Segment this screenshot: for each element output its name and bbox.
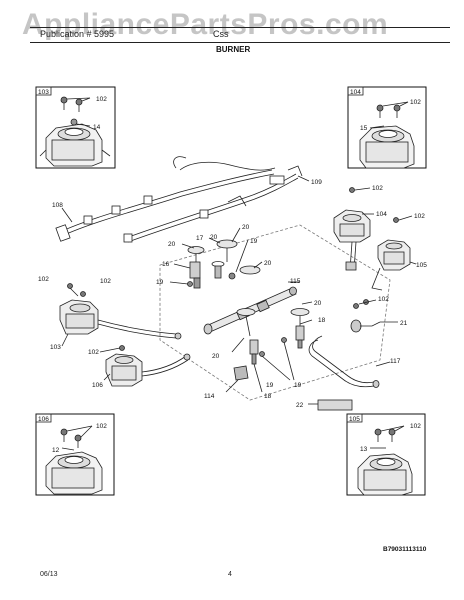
callout-r-104: 104 bbox=[376, 211, 387, 218]
section-title: BURNER bbox=[216, 45, 251, 54]
inset-box-top-right bbox=[347, 86, 427, 169]
burner-base-assembly bbox=[169, 227, 263, 289]
callout-c-20-b: 20 bbox=[210, 234, 218, 241]
wire-harness-assembly bbox=[55, 156, 310, 243]
callout-l-102-a: 102 bbox=[38, 276, 49, 283]
callout-box-br-b: 13 bbox=[360, 446, 368, 453]
right-burner-assembly bbox=[333, 187, 417, 333]
callout-box-tr-a: 102 bbox=[410, 99, 421, 106]
callout-m-114: 114 bbox=[204, 393, 215, 400]
callout-harness-109: 109 bbox=[311, 179, 322, 186]
callout-c-20-c: 20 bbox=[168, 241, 176, 248]
callout-m-18-a: 18 bbox=[318, 317, 326, 324]
callout-r-102-a: 102 bbox=[372, 185, 383, 192]
callout-m-22: 22 bbox=[296, 402, 304, 409]
watermark-text: AppliancePartsPros.com bbox=[22, 8, 389, 41]
header-right-text: Css bbox=[213, 29, 229, 39]
callout-box-tr-b: 15 bbox=[360, 125, 368, 132]
header-left-text: Publication # 5995 bbox=[40, 29, 115, 39]
callout-c-19-b: 19 bbox=[156, 279, 164, 286]
inset-box-top-left bbox=[35, 86, 116, 169]
header-rule-bottom bbox=[30, 42, 450, 43]
callout-l-102-c: 102 bbox=[88, 349, 99, 356]
callout-m-20-f: 20 bbox=[212, 353, 220, 360]
callout-r-102-b: 102 bbox=[414, 213, 425, 220]
callout-box-tr-corner: 104 bbox=[350, 89, 361, 96]
callout-m-21: 21 bbox=[400, 320, 408, 327]
callout-l-103: 103 bbox=[50, 344, 61, 351]
callout-harness-108: 108 bbox=[52, 202, 63, 209]
header-rule-top bbox=[30, 27, 450, 28]
inset-box-bottom-right bbox=[346, 413, 426, 496]
callout-c-19-a: 19 bbox=[250, 238, 258, 245]
callout-c-17: 17 bbox=[196, 235, 204, 242]
callout-l-102-b: 102 bbox=[100, 278, 111, 285]
left-burner-assembly bbox=[59, 283, 191, 387]
footer-page-number: 4 bbox=[228, 571, 232, 578]
callout-box-tl-a: 102 bbox=[96, 96, 107, 103]
callout-box-br-a: 102 bbox=[410, 423, 421, 430]
callout-box-bl-b: 12 bbox=[52, 447, 60, 454]
callout-box-bl-corner: 106 bbox=[38, 416, 49, 423]
callout-m-102: 102 bbox=[378, 296, 389, 303]
callout-c-16: 16 bbox=[162, 261, 170, 268]
callout-l-106: 106 bbox=[92, 382, 103, 389]
gas-supply-tube bbox=[308, 335, 391, 411]
callout-box-br-corner: 105 bbox=[349, 416, 360, 423]
callout-c-20-d: 20 bbox=[264, 260, 272, 267]
callout-box-tl-corner: 103 bbox=[38, 89, 49, 96]
callout-m-117: 117 bbox=[390, 358, 401, 365]
callout-box-bl-a: 102 bbox=[96, 423, 107, 430]
gas-manifold bbox=[203, 281, 313, 353]
inset-box-bottom-left bbox=[35, 413, 115, 496]
valve-orifice-assembly bbox=[225, 319, 313, 393]
callout-m-19-c: 19 bbox=[266, 382, 274, 389]
footer-date: 06/13 bbox=[40, 571, 58, 578]
callout-r-105: 105 bbox=[416, 262, 427, 269]
callout-c-115: 115 bbox=[290, 278, 301, 285]
callout-c-20-a: 20 bbox=[242, 224, 250, 231]
callout-labels: 103 102 14 104 102 15 106 102 12 105 102… bbox=[38, 89, 427, 454]
diagram-number: B79031113110 bbox=[383, 546, 427, 553]
callout-m-20-e: 20 bbox=[314, 300, 322, 307]
callout-box-tl-b: 14 bbox=[93, 124, 101, 131]
callout-m-19-d: 19 bbox=[294, 382, 302, 389]
callout-m-18-b: 18 bbox=[264, 393, 272, 400]
burner-mounting-panel bbox=[159, 224, 391, 401]
